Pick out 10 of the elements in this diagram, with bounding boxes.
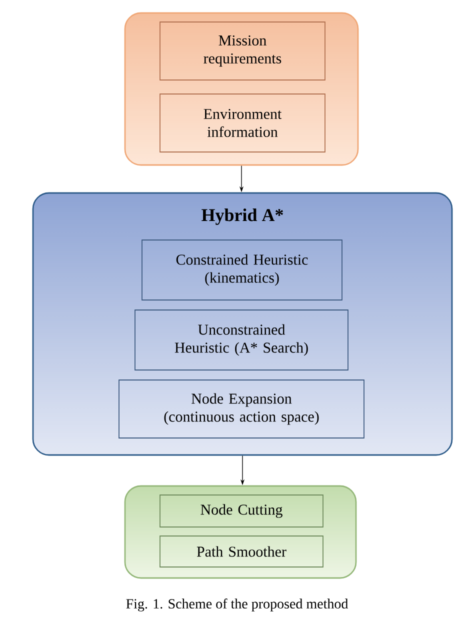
caption: Fig. 1. Scheme of the proposed method [126, 598, 348, 612]
group-box [124, 485, 357, 579]
process-box: Node Cutting [160, 494, 324, 528]
process-box: Path Smoother [160, 536, 324, 568]
process-box: Unconstrained Heuristic (A* Search) [134, 310, 348, 370]
group-box [124, 12, 359, 166]
process-box: Mission requirements [160, 22, 326, 80]
process-box: Constrained Heuristic (kinematics) [142, 240, 342, 300]
process-box: Node Expansion (continuous action space) [118, 380, 364, 438]
process-box: Environment information [160, 94, 326, 152]
